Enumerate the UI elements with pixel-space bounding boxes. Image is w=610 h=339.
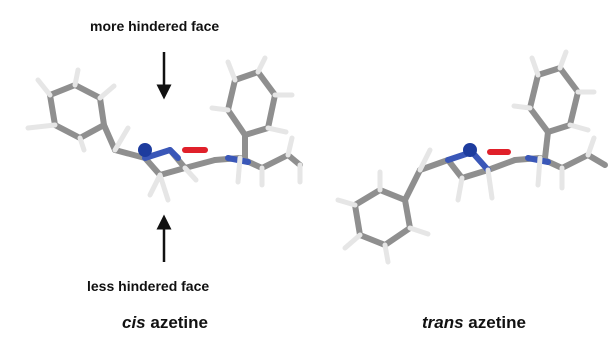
trans-caption-rest: azetine (463, 313, 526, 332)
trans-italic-word: trans (422, 313, 464, 332)
cis-caption-rest: azetine (145, 313, 208, 332)
less-hindered-face-label: less hindered face (87, 278, 210, 294)
trans-azetine-caption: trans azetine (422, 313, 526, 333)
cis-azetine-model (25, 55, 303, 203)
trans-azetine-model (335, 49, 608, 265)
cis-italic-word: cis (122, 313, 146, 332)
more-hindered-face-label: more hindered face (90, 18, 220, 34)
cis-azetine-caption: cis azetine (122, 313, 208, 333)
